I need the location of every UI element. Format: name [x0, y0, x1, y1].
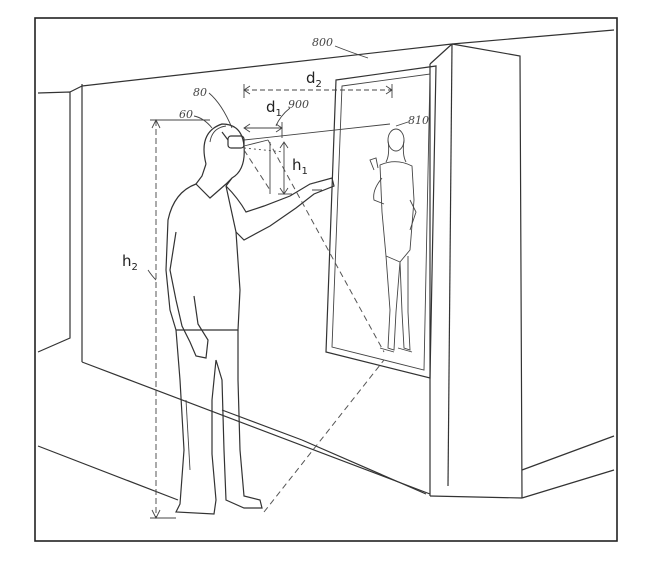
mirror-reflection-figure — [370, 129, 416, 352]
reference-leaders — [148, 46, 408, 280]
dimension-d1: d1 — [244, 98, 282, 138]
dim-h2-label: h2 — [122, 252, 138, 273]
ref-60: 60 — [179, 108, 193, 121]
ref-800: 800 — [312, 36, 333, 49]
ref-80: 80 — [193, 86, 207, 99]
dim-d1-label: d1 — [266, 98, 282, 119]
dim-d2-label: d2 — [306, 69, 322, 90]
mirror — [326, 66, 436, 378]
dimension-d2: d2 — [244, 69, 392, 98]
dim-h1-label: h1 — [292, 156, 308, 177]
dimension-h1: h1 — [270, 142, 308, 194]
ref-810: 810 — [408, 114, 429, 127]
figure-border — [35, 18, 617, 541]
ref-900: 900 — [288, 98, 309, 111]
